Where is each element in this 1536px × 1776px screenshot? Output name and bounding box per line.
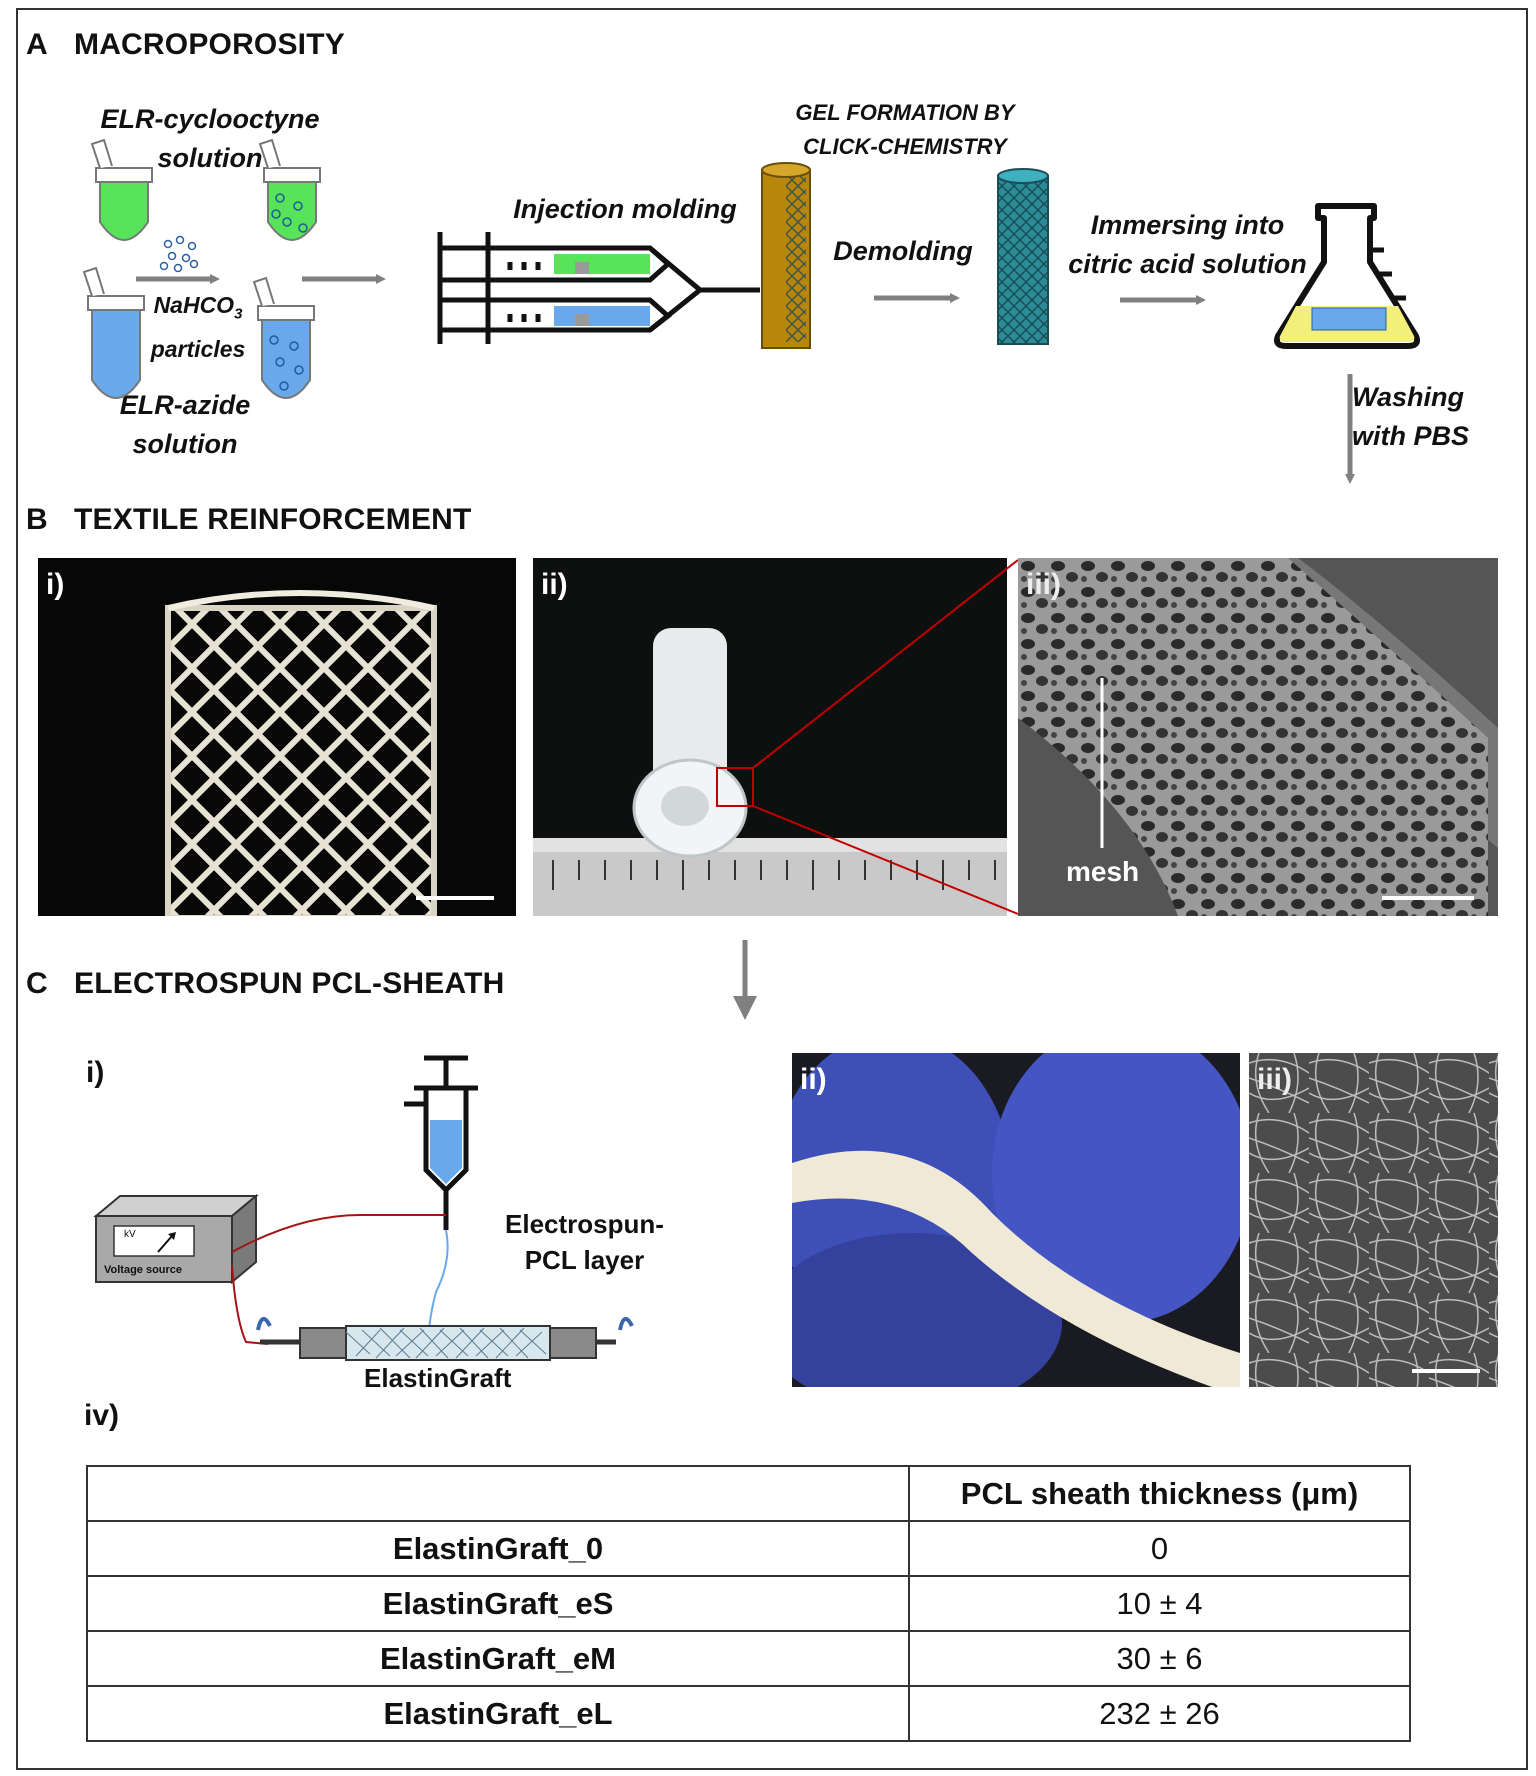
- arrow-to-panel-c: [733, 940, 757, 1020]
- row-value: 10 ± 4: [908, 1575, 1411, 1632]
- panel-c-iii-label: iii): [1257, 1063, 1292, 1096]
- washing-label: Washing with PBS: [1352, 382, 1470, 451]
- tube-green-empty: [90, 138, 153, 241]
- photo-graft-gloved-fingers: ii): [792, 1053, 1240, 1387]
- gold-mold: [761, 162, 811, 349]
- erlenmeyer-flask: [1274, 203, 1420, 349]
- figure-frame: [16, 8, 1528, 1770]
- electrospinning-setup: [93, 1055, 634, 1361]
- sem-fibers-illustration: [1249, 1053, 1498, 1387]
- syringe-solution: [430, 1120, 462, 1184]
- photo-sem-fibers: iii): [1249, 1053, 1498, 1387]
- elastingraft-label: ElastinGraft: [364, 1363, 512, 1393]
- rotation-arrow-left: [256, 1317, 272, 1331]
- plunger-bottom: [575, 314, 589, 326]
- panel-b-ii-label: ii): [541, 568, 568, 601]
- row-value: 30 ± 6: [908, 1630, 1411, 1687]
- voltage-source-label: Voltage source: [104, 1264, 183, 1276]
- electrospun-layer-label: Electrospun- PCL layer: [505, 1209, 664, 1275]
- panel-c-ii-label: ii): [800, 1063, 827, 1096]
- table-header-blank: [86, 1465, 910, 1522]
- tube-blue-particles: [252, 276, 315, 399]
- table-row: ElastinGraft_0 0: [86, 1520, 1411, 1577]
- scale-bar: [1382, 896, 1474, 900]
- injection-molding-label: Injection molding: [513, 194, 737, 224]
- sem-porous-illustration: [1018, 558, 1498, 916]
- elr-cyclooctyne-label: ELR-cyclooctyne solution: [100, 104, 320, 173]
- gel-formation-label: GEL FORMATION BY CLICK-CHEMISTRY: [795, 100, 1015, 159]
- scale-bar: [416, 896, 494, 900]
- table-row: ElastinGraft_eL 232 ± 26: [86, 1685, 1411, 1742]
- panel-c-iv-label: iv): [84, 1399, 120, 1432]
- nahco3-label: NaHCO3 particles: [150, 292, 246, 362]
- row-name: ElastinGraft_eL: [86, 1685, 910, 1742]
- panel-b-i-label: i): [46, 568, 65, 601]
- demolding-label: Demolding: [833, 236, 973, 266]
- row-name: ElastinGraft_eS: [86, 1575, 910, 1632]
- rotating-collector: [260, 1325, 616, 1361]
- row-value: 232 ± 26: [908, 1685, 1411, 1742]
- graft-ruler-illustration: [533, 628, 1007, 916]
- plunger-top: [575, 262, 589, 274]
- tube-blue-empty: [82, 266, 145, 399]
- row-name: ElastinGraft_0: [86, 1520, 910, 1577]
- kv-label: kV: [124, 1229, 136, 1240]
- zoom-lines: [752, 559, 1019, 915]
- row-value: 0: [908, 1520, 1411, 1577]
- table-header-thickness: PCL sheath thickness (μm): [908, 1465, 1411, 1522]
- table-header-row: PCL sheath thickness (μm): [86, 1465, 1411, 1522]
- nahco3-particles: [159, 235, 199, 273]
- row-name: ElastinGraft_eM: [86, 1630, 910, 1687]
- rotation-arrow-right: [618, 1317, 634, 1331]
- wire-to-needle: [231, 1214, 446, 1253]
- pcl-thickness-table: PCL sheath thickness (μm) ElastinGraft_0…: [86, 1465, 1411, 1742]
- table-row: ElastinGraft_eM 30 ± 6: [86, 1630, 1411, 1687]
- immersing-label: Immersing into citric acid solution: [1068, 210, 1307, 279]
- panel-c-i-label: i): [86, 1056, 105, 1089]
- gloved-fingers-illustration: [792, 1053, 1240, 1387]
- electrospinning-syringe: [404, 1055, 478, 1230]
- photo-braided-mesh: i): [38, 558, 516, 916]
- tube-green-particles: [258, 138, 321, 241]
- teal-tube: [997, 168, 1049, 345]
- mesh-label: mesh: [1066, 856, 1140, 887]
- wire-to-collector: [231, 1265, 269, 1345]
- braided-mesh-illustration: [165, 590, 437, 916]
- photo-sem-cross-section: iii) mesh: [1018, 558, 1498, 916]
- elr-azide-label: ELR-azide solution: [119, 390, 251, 459]
- double-syringe: [437, 232, 760, 344]
- scale-bar: [1412, 1369, 1480, 1373]
- panel-a-schematic: [82, 138, 1420, 484]
- panel-b-iii-label: iii): [1026, 568, 1061, 601]
- voltage-source: [93, 1193, 259, 1285]
- photo-graft-on-ruler: ii): [533, 558, 1007, 916]
- table-row: ElastinGraft_eS 10 ± 4: [86, 1575, 1411, 1632]
